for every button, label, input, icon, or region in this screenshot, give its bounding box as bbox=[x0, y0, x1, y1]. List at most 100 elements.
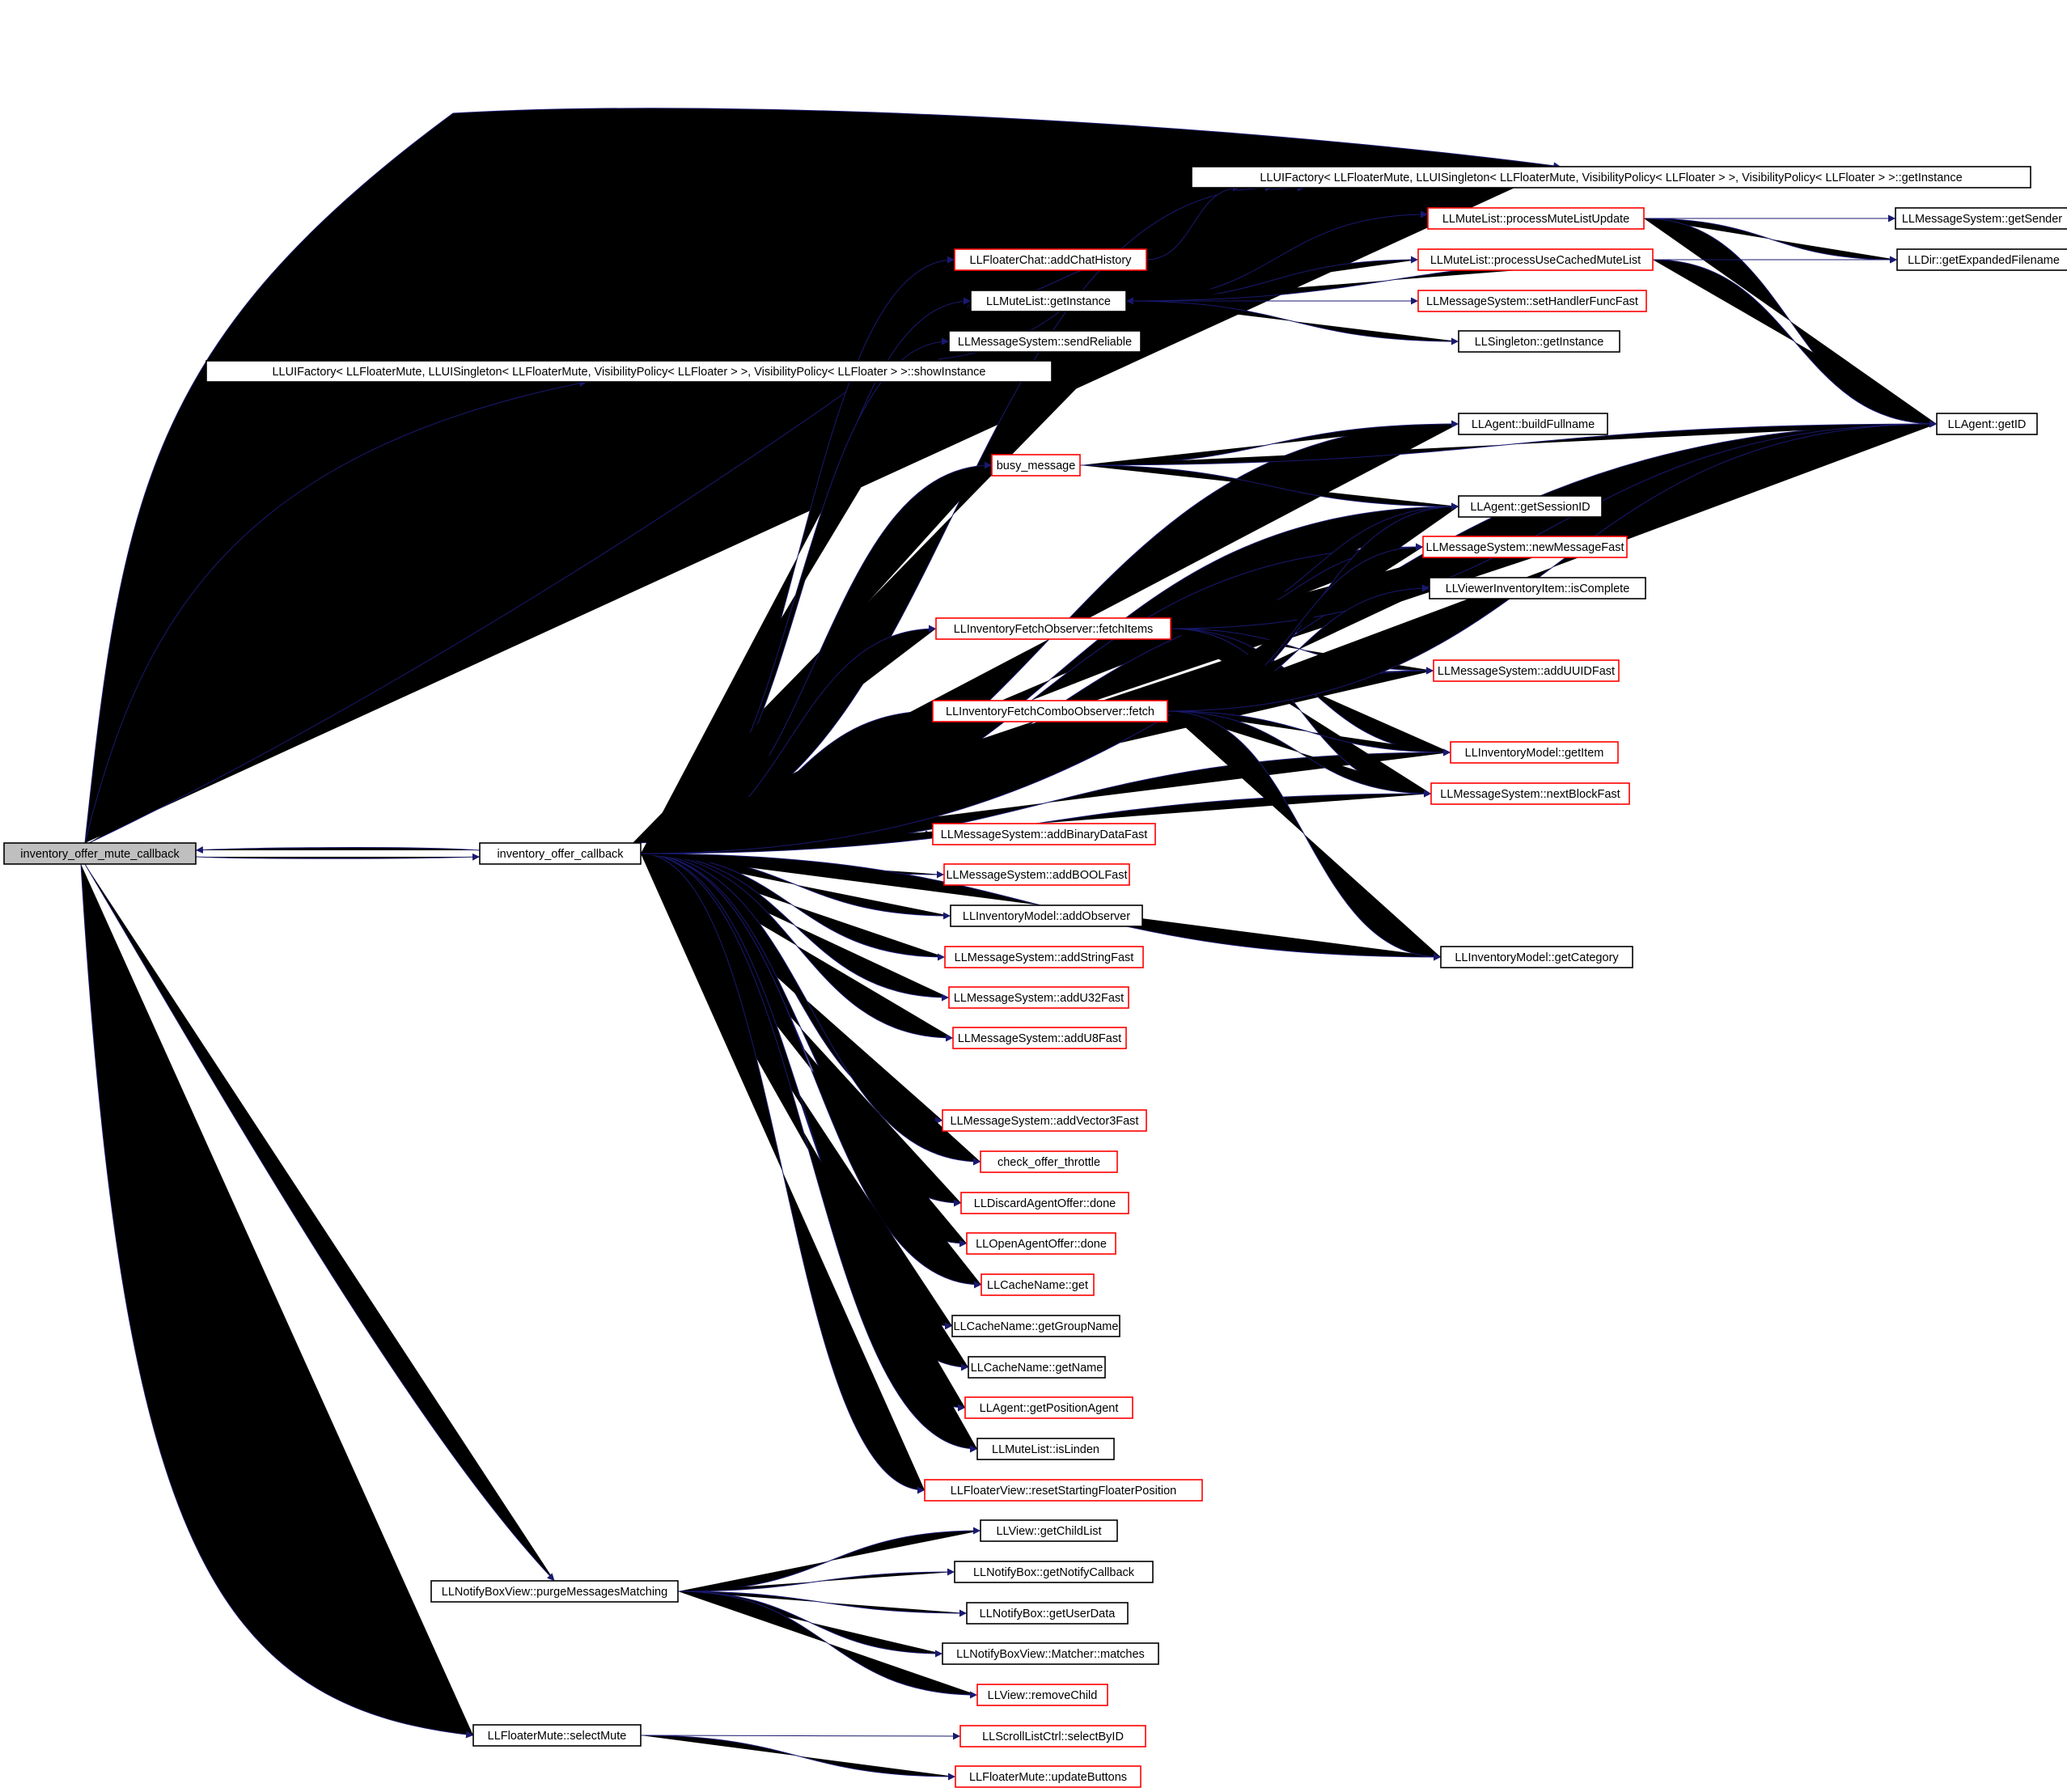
node-box bbox=[966, 1602, 1129, 1625]
node-label: LLMessageSystem::setHandlerFuncFast bbox=[1426, 295, 1638, 308]
node-ms-addbin[interactable]: LLMessageSystem::addBinaryDataFast bbox=[932, 823, 1156, 845]
node-ms-sendrel[interactable]: LLMessageSystem::sendReliable bbox=[948, 330, 1142, 353]
node-box bbox=[932, 823, 1156, 845]
node-label: LLAgent::getSessionID bbox=[1470, 501, 1590, 514]
node-ag-id[interactable]: LLAgent::getID bbox=[1936, 413, 2038, 435]
call-edges bbox=[80, 108, 1938, 1781]
edge-ml-pmlu-to-dir-exp bbox=[1643, 218, 1898, 264]
node-label: LLAgent::getID bbox=[1948, 418, 2027, 431]
node-uif-show[interactable]: LLUIFactory< LLFloaterMute, LLUISingleto… bbox=[205, 360, 1053, 383]
edge-busy-to-ag-sess bbox=[1079, 464, 1459, 510]
node-label: LLMessageSystem::addU8Fast bbox=[958, 1032, 1121, 1045]
node-fm-select[interactable]: LLFloaterMute::selectMute bbox=[472, 1724, 642, 1747]
node-cn-group[interactable]: LLCacheName::getGroupName bbox=[951, 1315, 1120, 1337]
node-box bbox=[948, 986, 1129, 1009]
node-vii-comp[interactable]: LLViewerInventoryItem::isComplete bbox=[1429, 577, 1646, 599]
node-sing-get[interactable]: LLSingleton::getInstance bbox=[1458, 330, 1620, 353]
edge-fm-select-to-slc-sel bbox=[640, 1732, 961, 1740]
node-box bbox=[970, 290, 1127, 312]
node-ms-addvec[interactable]: LLMessageSystem::addVector3Fast bbox=[942, 1109, 1147, 1132]
node-label: LLFloaterMute::selectMute bbox=[488, 1730, 627, 1743]
node-box bbox=[932, 700, 1168, 722]
edge-root-to-uif-showinstance bbox=[84, 379, 587, 844]
node-box bbox=[976, 1684, 1108, 1706]
node-ag-full[interactable]: LLAgent::buildFullname bbox=[1458, 413, 1608, 435]
node-box bbox=[950, 904, 1143, 927]
node-ml-pmlu[interactable]: LLMuteList::processMuteListUpdate bbox=[1427, 207, 1645, 230]
node-box bbox=[966, 1232, 1116, 1255]
edge-busy-to-ag-id bbox=[1079, 420, 1938, 466]
node-ml-get[interactable]: LLMuteList::getInstance bbox=[970, 290, 1127, 312]
node-box bbox=[924, 1479, 1203, 1502]
node-box bbox=[991, 454, 1081, 477]
node-ag-pos[interactable]: LLAgent::getPositionAgent bbox=[964, 1396, 1133, 1419]
node-ms-addstr[interactable]: LLMessageSystem::addStringFast bbox=[944, 946, 1144, 968]
node-label: LLInventoryModel::addObserver bbox=[963, 910, 1130, 923]
node-ms-addbool[interactable]: LLMessageSystem::addBOOLFast bbox=[943, 863, 1130, 886]
edge-addchat-to-uif-getinstance bbox=[1146, 184, 1241, 261]
node-dir-exp[interactable]: LLDir::getExpandedFilename bbox=[1896, 248, 2067, 271]
node-box bbox=[955, 1765, 1142, 1788]
node-uif-get[interactable]: LLUIFactory< LLFloaterMute, LLUISingleto… bbox=[1191, 166, 2031, 189]
node-label: LLCacheName::getName bbox=[971, 1362, 1103, 1375]
node-discard[interactable]: LLDiscardAgentOffer::done bbox=[960, 1192, 1129, 1214]
node-busy[interactable]: busy_message bbox=[991, 454, 1081, 477]
node-box bbox=[954, 1561, 1154, 1583]
node-box bbox=[951, 1315, 1120, 1337]
node-ms-newmsg[interactable]: LLMessageSystem::newMessageFast bbox=[1422, 536, 1628, 558]
node-label: LLNotifyBox::getNotifyCallback bbox=[973, 1566, 1135, 1579]
node-ag-sess[interactable]: LLAgent::getSessionID bbox=[1458, 495, 1603, 518]
edge-root-to-purge bbox=[84, 863, 555, 1582]
node-cn-get[interactable]: LLCacheName::get bbox=[981, 1273, 1095, 1296]
node-box bbox=[1896, 248, 2067, 271]
node-im-addobs[interactable]: LLInventoryModel::addObserver bbox=[950, 904, 1143, 927]
node-box bbox=[1458, 495, 1603, 518]
node-label: LLMessageSystem::addBOOLFast bbox=[946, 869, 1127, 882]
node-label: LLView::removeChild bbox=[988, 1689, 1098, 1702]
node-box bbox=[954, 248, 1147, 271]
edge-ifco-fetch-to-im-cat bbox=[1167, 710, 1442, 961]
node-label: inventory_offer_callback bbox=[497, 848, 624, 861]
node-im-cat[interactable]: LLInventoryModel::getCategory bbox=[1440, 946, 1633, 968]
node-nbv-match[interactable]: LLNotifyBoxView::Matcher::matches bbox=[942, 1642, 1159, 1665]
node-ifco-fetch[interactable]: LLInventoryFetchComboObserver::fetch bbox=[932, 700, 1168, 722]
edge-nbv-purge-to-v-remove bbox=[677, 1591, 978, 1699]
node-label: LLFloaterView::resetStartingFloaterPosit… bbox=[951, 1485, 1176, 1498]
node-ifo-fetch[interactable]: LLInventoryFetchObserver::fetchItems bbox=[935, 617, 1171, 640]
node-label: LLAgent::getPositionAgent bbox=[980, 1402, 1119, 1415]
node-fv-reset[interactable]: LLFloaterView::resetStartingFloaterPosit… bbox=[924, 1479, 1203, 1502]
node-nb-cb[interactable]: LLNotifyBox::getNotifyCallback bbox=[954, 1561, 1154, 1583]
node-box bbox=[1458, 413, 1608, 435]
node-label: LLInventoryFetchObserver::fetchItems bbox=[954, 623, 1154, 636]
node-ms-nextblk[interactable]: LLMessageSystem::nextBlockFast bbox=[1430, 782, 1630, 805]
node-ms-sender[interactable]: LLMessageSystem::getSender bbox=[1895, 207, 2067, 230]
node-ml-pucml[interactable]: LLMuteList::processUseCachedMuteList bbox=[1417, 248, 1654, 271]
node-fc-add[interactable]: LLFloaterChat::addChatHistory bbox=[954, 248, 1147, 271]
node-v-child[interactable]: LLView::getChildList bbox=[980, 1519, 1118, 1542]
node-openoffer[interactable]: LLOpenAgentOffer::done bbox=[966, 1232, 1116, 1255]
node-label: LLMuteList::processUseCachedMuteList bbox=[1430, 254, 1641, 267]
node-nb-ud[interactable]: LLNotifyBox::getUserData bbox=[966, 1602, 1129, 1625]
node-v-remove[interactable]: LLView::removeChild bbox=[976, 1684, 1108, 1706]
node-cn-name[interactable]: LLCacheName::getName bbox=[968, 1356, 1106, 1379]
node-ml-linden[interactable]: LLMuteList::isLinden bbox=[976, 1438, 1115, 1460]
node-nbv-purge[interactable]: LLNotifyBoxView::purgeMessagesMatching bbox=[430, 1580, 679, 1603]
edge-ioc-to-fv-reset bbox=[640, 853, 925, 1494]
node-label: LLDir::getExpandedFilename bbox=[1908, 254, 2060, 267]
node-label: check_offer_throttle bbox=[997, 1156, 1100, 1169]
node-ms-addu8[interactable]: LLMessageSystem::addU8Fast bbox=[952, 1027, 1127, 1049]
node-im-item[interactable]: LLInventoryModel::getItem bbox=[1450, 741, 1619, 764]
node-ms-addu32[interactable]: LLMessageSystem::addU32Fast bbox=[948, 986, 1129, 1009]
node-ms-adduuid[interactable]: LLMessageSystem::addUUIDFast bbox=[1433, 659, 1620, 682]
node-box bbox=[1458, 330, 1620, 353]
node-check[interactable]: check_offer_throttle bbox=[980, 1150, 1118, 1173]
node-ms-sethf[interactable]: LLMessageSystem::setHandlerFuncFast bbox=[1417, 290, 1647, 312]
node-label: LLAgent::buildFullname bbox=[1472, 418, 1595, 431]
node-box bbox=[944, 946, 1144, 968]
node-label: LLMessageSystem::sendReliable bbox=[958, 336, 1132, 349]
node-box bbox=[205, 360, 1053, 383]
node-slc-sel[interactable]: LLScrollListCtrl::selectByID bbox=[959, 1725, 1146, 1748]
node-fm-upd[interactable]: LLFloaterMute::updateButtons bbox=[955, 1765, 1142, 1788]
node-ioc[interactable]: inventory_offer_callback bbox=[479, 842, 642, 865]
node-root[interactable]: inventory_offer_mute_callback bbox=[3, 842, 197, 865]
